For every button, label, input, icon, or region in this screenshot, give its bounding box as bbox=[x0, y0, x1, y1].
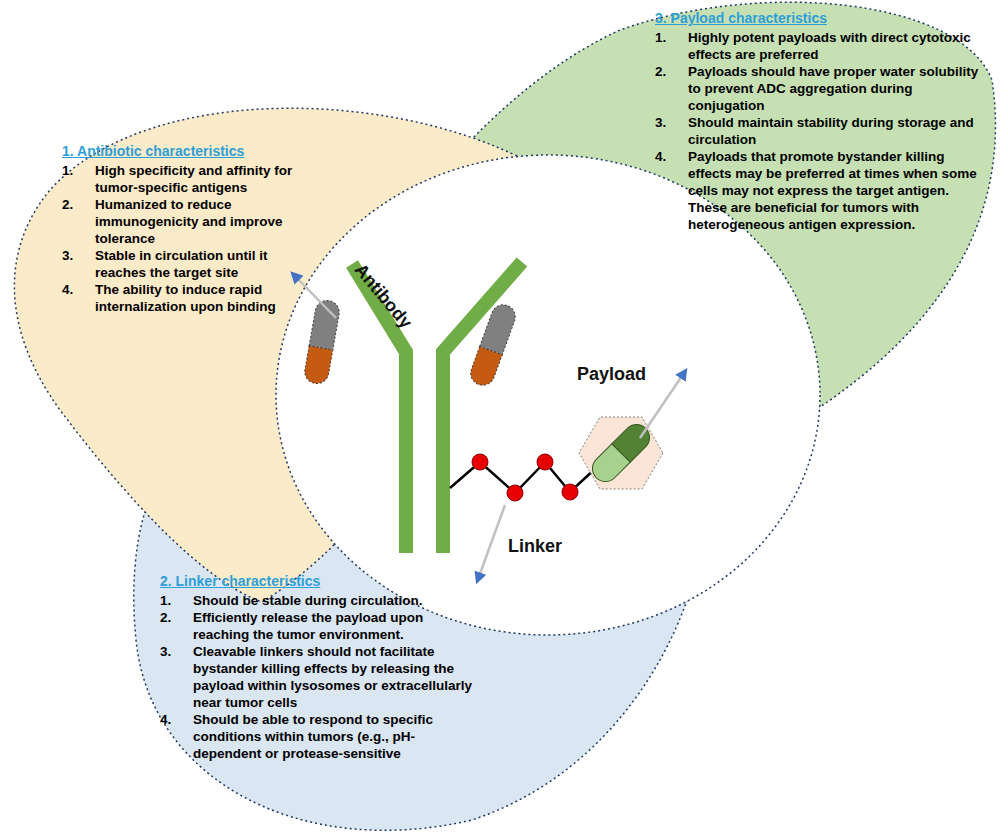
list-row: 3.Should maintain stability during stora… bbox=[655, 114, 990, 148]
list-row: 1.Highly potent payloads with direct cyt… bbox=[655, 29, 990, 63]
list-number: 1. bbox=[62, 162, 95, 179]
list-number: 2. bbox=[62, 196, 95, 213]
list-item: Stable in circulation until it reaches t… bbox=[95, 247, 309, 281]
payload-hexagon bbox=[579, 417, 663, 489]
list-item: Efficiently release the payload upon rea… bbox=[193, 609, 477, 643]
list-row: 3.Cleavable linkers should not facilitat… bbox=[160, 643, 477, 711]
region-heading: 1. Antibiotic characteristics bbox=[62, 143, 309, 160]
text-area: 3. Payload characteristics 1.Highly poten… bbox=[655, 10, 990, 233]
linker-chain bbox=[450, 454, 596, 501]
drug-capsule bbox=[467, 301, 518, 388]
list-number: 3. bbox=[655, 114, 688, 131]
list-number: 1. bbox=[655, 29, 688, 46]
list-number: 3. bbox=[62, 247, 95, 264]
part-label: Linker bbox=[508, 536, 562, 557]
list-item: Should be stable during circulation. bbox=[193, 592, 477, 609]
region-heading: 3. Payload characteristics bbox=[655, 10, 990, 27]
list-item: Should maintain stability during storage… bbox=[688, 114, 990, 148]
part-label: Payload bbox=[577, 364, 646, 385]
list-row: 4.Payloads that promote bystander killin… bbox=[655, 148, 990, 233]
text-area: 2. Linker characteristics 1.Should be sta… bbox=[160, 573, 477, 762]
list-number: 3. bbox=[160, 643, 193, 660]
list-number: 1. bbox=[160, 592, 193, 609]
list-row: 4.Should be able to respond to specific … bbox=[160, 711, 477, 762]
center-circle bbox=[276, 155, 820, 635]
list-item: Cleavable linkers should not facilitate … bbox=[193, 643, 477, 711]
list-number: 2. bbox=[160, 609, 193, 626]
list-row: 1.High specificity and affinity for tumo… bbox=[62, 162, 309, 196]
list-row: 3.Stable in circulation until it reaches… bbox=[62, 247, 309, 281]
list-item: Should be able to respond to specific co… bbox=[193, 711, 477, 762]
list-item: Payloads that promote bystander killing … bbox=[688, 148, 990, 233]
text-area: 1. Antibiotic characteristics 1.High spec… bbox=[62, 143, 309, 315]
list-item: Payloads should have proper water solubi… bbox=[688, 63, 990, 114]
list-number: 4. bbox=[62, 281, 95, 298]
list-item: Highly potent payloads with direct cytot… bbox=[688, 29, 990, 63]
region-heading: 2. Linker characteristics bbox=[160, 573, 477, 590]
list-row: 2.Humanized to reduce immunogenicity and… bbox=[62, 196, 309, 247]
list-item: High specificity and affinity for tumor-… bbox=[95, 162, 309, 196]
list-number: 4. bbox=[655, 148, 688, 165]
list-number: 2. bbox=[655, 63, 688, 80]
list-item: The ability to induce rapid internalizat… bbox=[95, 281, 309, 315]
list-row: 4.The ability to induce rapid internaliz… bbox=[62, 281, 309, 315]
list-row: 1.Should be stable during circulation. bbox=[160, 592, 477, 609]
leader-arrows bbox=[292, 273, 686, 582]
drug-capsule bbox=[303, 299, 341, 386]
list-row: 2.Efficiently release the payload upon r… bbox=[160, 609, 477, 643]
list-item: Humanized to reduce immunogenicity and i… bbox=[95, 196, 309, 247]
list-number: 4. bbox=[160, 711, 193, 728]
list-row: 2.Payloads should have proper water solu… bbox=[655, 63, 990, 114]
